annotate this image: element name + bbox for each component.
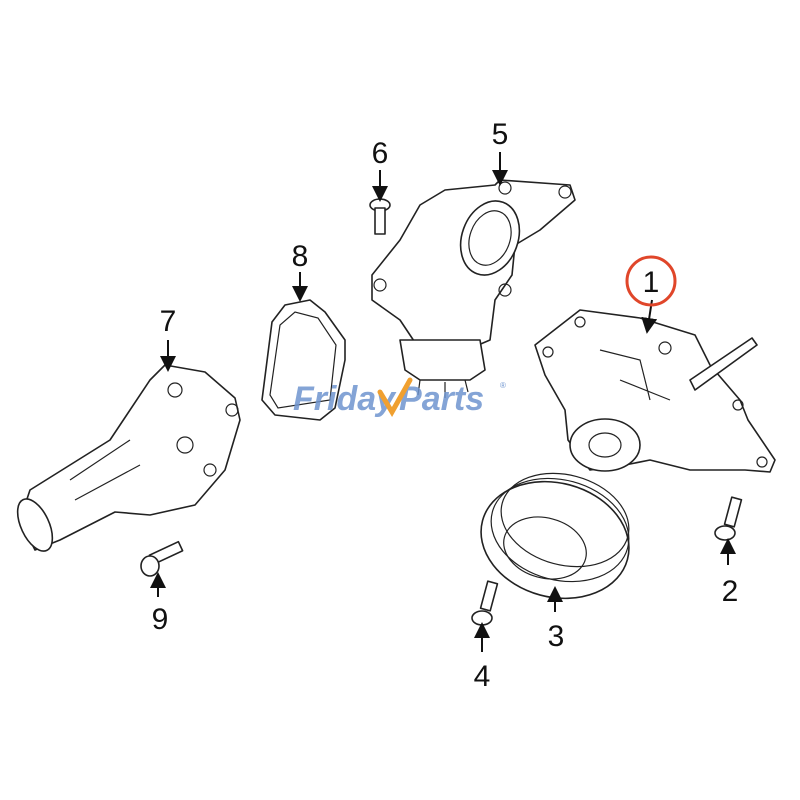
callout-2[interactable]: 2 bbox=[722, 575, 739, 608]
part-9-bolt bbox=[140, 540, 184, 577]
callout-7[interactable]: 7 bbox=[160, 305, 177, 338]
watermark-brand-1: Friday bbox=[293, 380, 397, 418]
callout-arrows bbox=[150, 152, 736, 652]
watermark-check-icon bbox=[377, 377, 413, 417]
part-8-gasket bbox=[261, 299, 346, 421]
part-4-bolt bbox=[471, 580, 499, 626]
callout-4[interactable]: 4 bbox=[474, 660, 491, 693]
part-6-bolt bbox=[369, 198, 391, 235]
part-1-water-pump bbox=[534, 309, 776, 473]
part-5-outlet bbox=[371, 179, 576, 398]
watermark-registered: ® bbox=[500, 381, 506, 390]
callout-3[interactable]: 3 bbox=[548, 620, 565, 653]
part-3-pulley bbox=[480, 472, 630, 600]
callout-8[interactable]: 8 bbox=[292, 240, 309, 273]
callout-6[interactable]: 6 bbox=[372, 137, 389, 170]
callout-1[interactable]: 1 bbox=[643, 266, 660, 299]
callout-9[interactable]: 9 bbox=[152, 603, 169, 636]
highlight-circle bbox=[625, 255, 677, 307]
watermark-brand-2: Parts bbox=[399, 380, 484, 418]
part-7-housing bbox=[16, 364, 241, 552]
part-2-bolt bbox=[714, 496, 743, 541]
callout-5[interactable]: 5 bbox=[492, 118, 509, 151]
